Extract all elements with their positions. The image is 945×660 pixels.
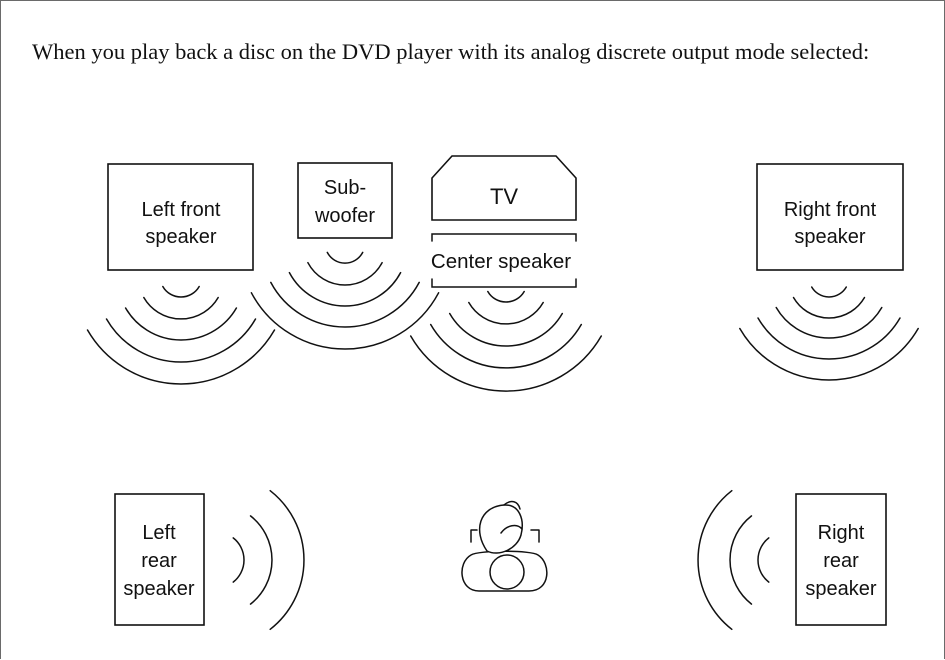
center-sound-waves [409, 290, 603, 392]
subwoofer-wave-arc-3 [288, 271, 402, 307]
left-rear-wave-arc-3 [269, 489, 305, 631]
left-rear-speaker-label-line1: Left [142, 522, 176, 544]
subwoofer-wave-arc-2 [307, 261, 383, 286]
left-rear-speaker-label-line2: rear [141, 550, 177, 572]
right-rear-speaker-label-line3: speaker [805, 578, 876, 600]
left-front-wave-arc-4 [105, 318, 257, 363]
right-front-wave-arc-2 [792, 296, 866, 319]
left-rear-wave-arc-2 [249, 515, 273, 605]
right-front-wave-arc-1 [810, 286, 848, 298]
right-rear-speaker-label-line2: rear [823, 550, 859, 572]
center-wave-arc-1 [487, 290, 525, 303]
right-rear-sound-waves [697, 489, 770, 631]
right-front-wave-arc-4 [757, 317, 901, 360]
subwoofer-label-line1: Sub- [324, 177, 366, 199]
right-front-sound-waves [739, 286, 919, 381]
center-wave-arc-2 [468, 301, 544, 325]
center-wave-arc-5 [409, 335, 603, 392]
tv-label: TV [490, 184, 518, 209]
subwoofer-wave-arc-4 [270, 281, 420, 328]
center-speaker-label: Center speaker [431, 250, 571, 273]
right-rear-wave-arc-2 [729, 515, 753, 605]
left-rear-speaker-label-line3: speaker [123, 578, 194, 600]
right-rear-wave-arc-1 [757, 537, 770, 583]
subwoofer-wave-arc-1 [326, 251, 364, 264]
left-front-sound-waves [86, 285, 276, 385]
intro-text: When you play back a disc on the DVD pla… [32, 39, 870, 64]
left-front-speaker-label-line2: speaker [145, 226, 216, 248]
center-speaker-top-bracket [431, 233, 577, 242]
right-front-speaker-box [756, 163, 904, 271]
chair-left-back [470, 529, 478, 543]
left-rear-wave-arc-1 [232, 537, 245, 583]
left-rear-sound-waves [232, 489, 305, 631]
left-front-wave-arc-1 [162, 285, 200, 298]
center-wave-arc-3 [448, 312, 564, 347]
right-rear-wave-arc-3 [697, 489, 733, 631]
tv: TV [431, 155, 577, 221]
subwoofer: Sub- woofer [297, 162, 393, 239]
listener-arm [500, 524, 523, 534]
listener-shoulder [503, 500, 521, 510]
right-rear-speaker-box [795, 493, 887, 626]
left-rear-speaker-box [114, 493, 205, 626]
right-rear-speaker: Right rear speaker [795, 493, 887, 626]
listener-head [489, 554, 525, 590]
chair-right-back [530, 529, 540, 543]
left-front-speaker-box [107, 163, 254, 271]
left-rear-speaker: Left rear speaker [114, 493, 205, 626]
right-front-speaker: Right front speaker [756, 163, 904, 271]
left-front-wave-arc-3 [124, 307, 238, 341]
center-speaker-bottom-bracket [431, 278, 577, 288]
right-front-wave-arc-3 [775, 306, 883, 339]
right-rear-speaker-label-line1: Right [818, 522, 865, 544]
right-front-wave-arc-5 [739, 327, 919, 381]
listener-body [478, 504, 523, 554]
right-front-speaker-label-line2: speaker [794, 226, 865, 248]
center-speaker: Center speaker [431, 233, 577, 288]
subwoofer-box [297, 162, 393, 239]
center-wave-arc-4 [429, 323, 583, 369]
left-front-wave-arc-5 [86, 329, 276, 385]
subwoofer-wave-arc-5 [250, 292, 440, 350]
left-front-speaker: Left front speaker [107, 163, 254, 271]
listener-icon [461, 500, 548, 592]
left-front-wave-arc-2 [143, 296, 219, 320]
subwoofer-label-line2: woofer [314, 205, 375, 227]
tv-shape [431, 155, 577, 221]
subwoofer-sound-waves [250, 251, 440, 350]
left-front-speaker-label-line1: Left front [142, 199, 221, 221]
right-front-speaker-label-line1: Right front [784, 199, 877, 221]
